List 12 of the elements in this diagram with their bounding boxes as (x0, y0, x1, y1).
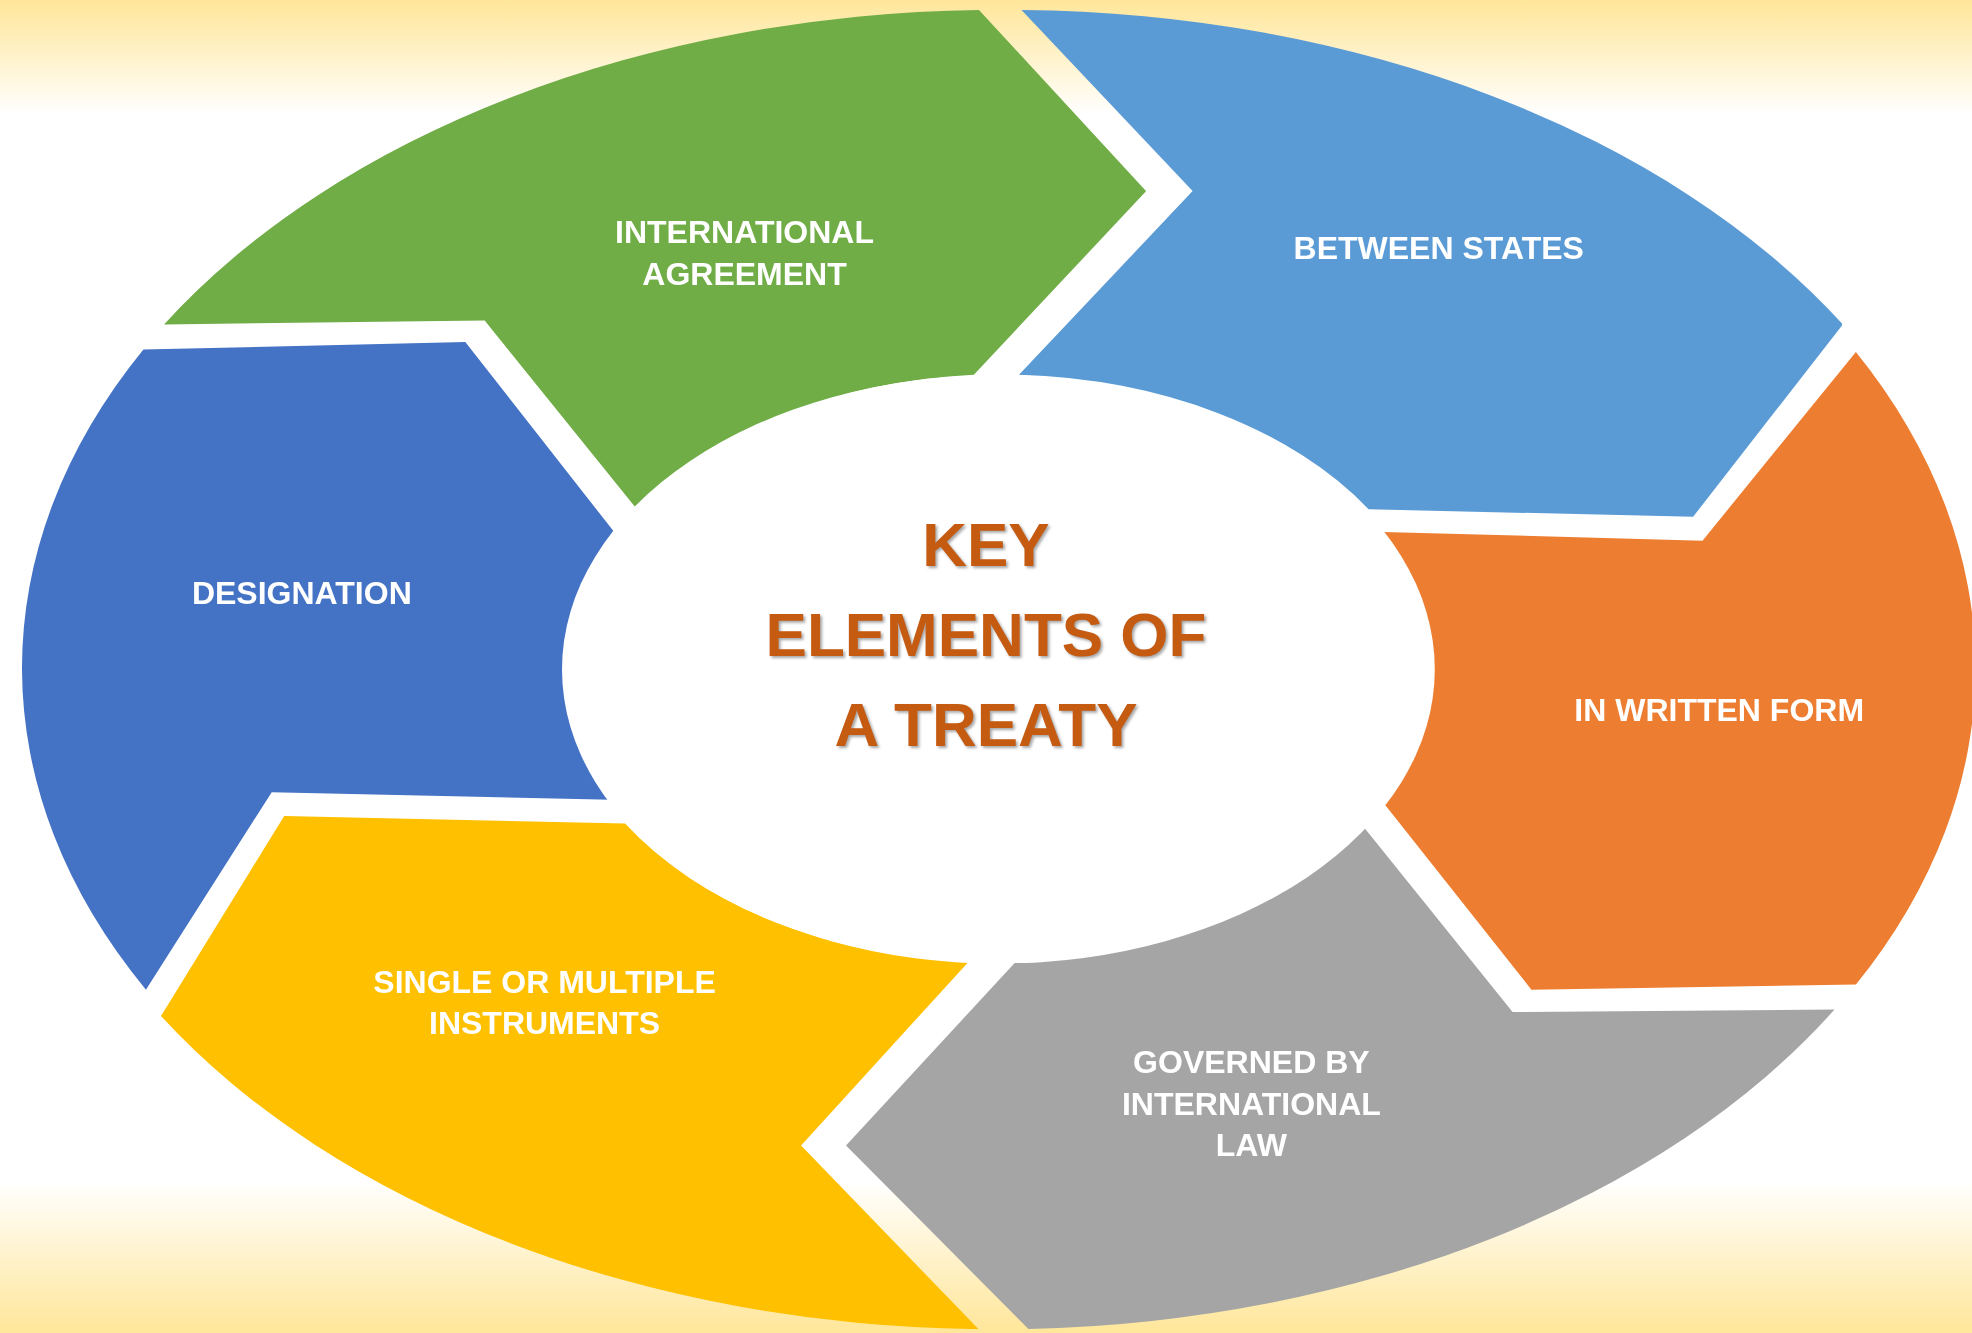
segment-label: SINGLE OR MULTIPLE INSTRUMENTS (372, 963, 717, 1044)
segment-label: BETWEEN STATES (1292, 229, 1585, 269)
segment-label: GOVERNED BY INTERNATIONAL LAW (1120, 1042, 1382, 1165)
center-ellipse (562, 374, 1435, 964)
segment-label: INTERNATIONAL AGREEMENT (614, 213, 875, 295)
center-title: KEY ELEMENTS OF A TREATY (764, 509, 1208, 762)
chevron-segment (1018, 10, 1843, 517)
chevron-segment (846, 826, 1835, 1330)
chevron-segment (1383, 352, 1972, 990)
chevron-segment (161, 816, 979, 1330)
segment-label: DESIGNATION (190, 573, 413, 613)
segment-label: IN WRITTEN FORM (1573, 690, 1866, 730)
